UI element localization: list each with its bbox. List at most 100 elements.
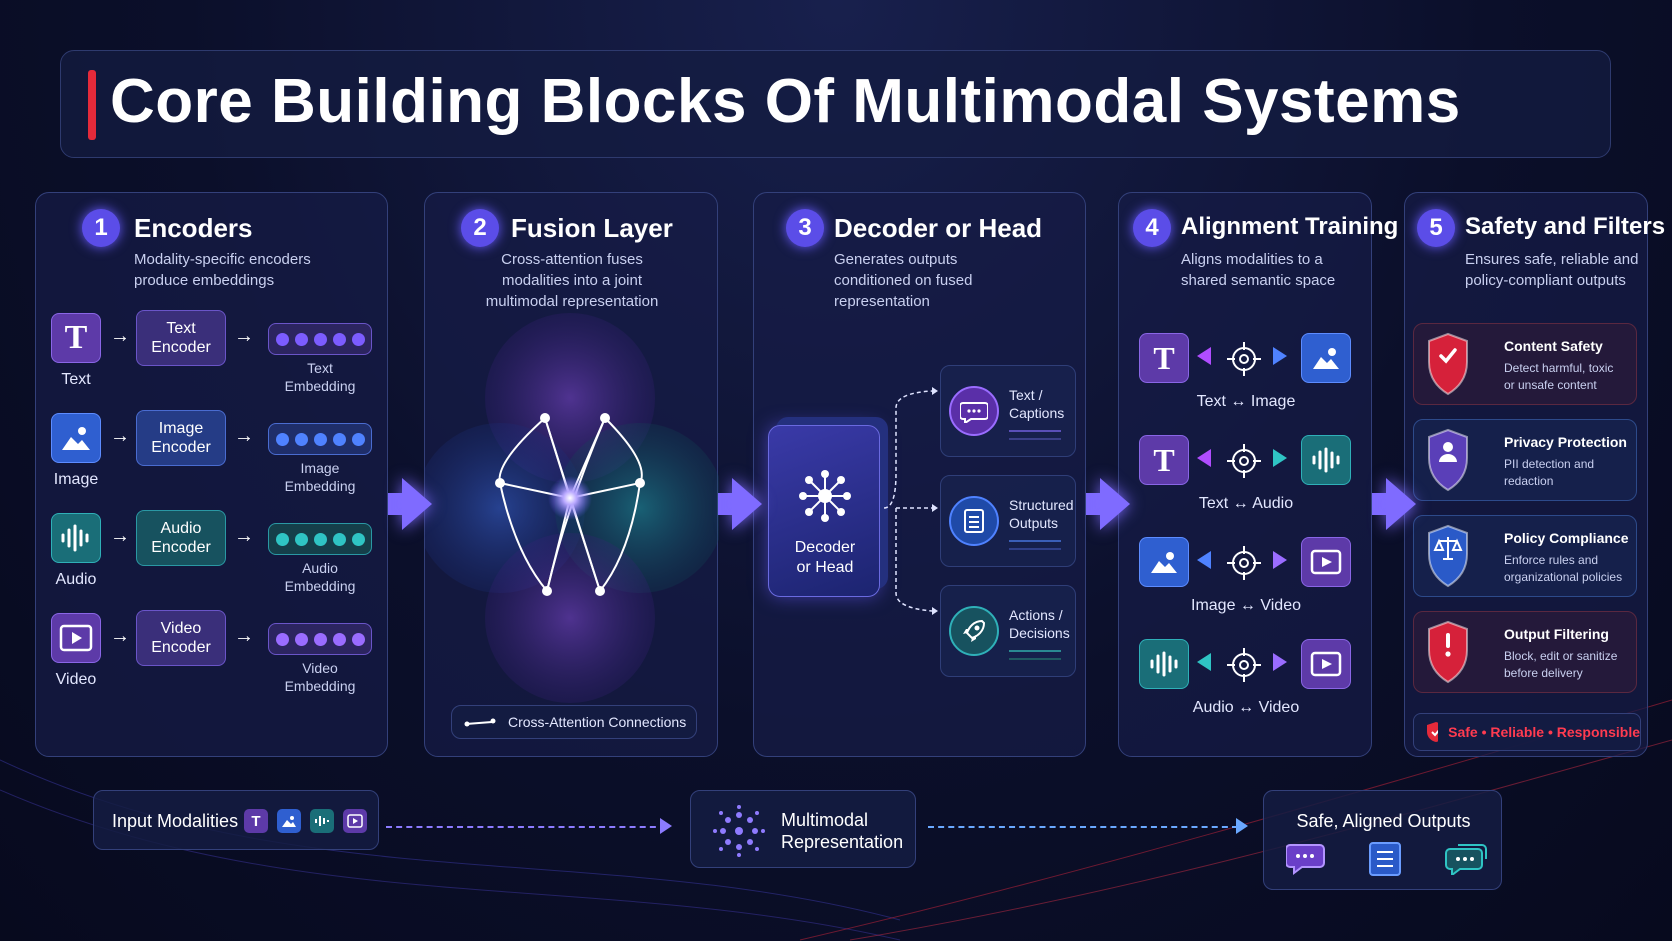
alignment-row: Image ↔ Video	[1119, 537, 1373, 637]
safety-card-title: Policy Compliance	[1504, 530, 1629, 546]
representation-box: Multimodal Representation	[690, 790, 916, 868]
arrow-icon: →	[110, 625, 130, 647]
panel-encoders: 1 Encoders Modality-specific encoders pr…	[35, 192, 388, 757]
alignment-label: Text ↔ Image	[1196, 393, 1296, 410]
safety-card: Output Filtering Block, edit or sanitize…	[1413, 611, 1637, 693]
title-accent-bar	[88, 70, 96, 140]
safety-banner-text: Safe • Reliable • Responsible	[1448, 724, 1640, 740]
output-icons	[1286, 841, 1488, 877]
flow-arrowhead	[1236, 818, 1248, 834]
alignment-label: Image ↔ Video	[1191, 597, 1301, 614]
modality-icons: T	[244, 809, 367, 833]
text-icon: T	[51, 313, 101, 363]
panel-fusion: 2 Fusion Layer Cross-attention fuses mod…	[424, 192, 719, 757]
alignment-label: Text ↔ Audio	[1198, 495, 1294, 512]
encoder-row: Audio → Audio Encoder → Audio Embedding	[36, 510, 389, 613]
flow-arrowhead	[660, 818, 672, 834]
encoder-block: Audio Encoder	[136, 510, 226, 566]
video-icon	[1301, 537, 1351, 587]
safety-card: Policy Compliance Enforce rules and orga…	[1413, 515, 1637, 597]
decoder-block: Decoder or Head	[768, 425, 880, 597]
alignment-label: Audio ↔ Video	[1192, 699, 1300, 716]
document-icon	[949, 496, 999, 546]
flow-arrow-icon	[718, 478, 762, 530]
fusion-legend: Cross-Attention Connections	[451, 705, 697, 739]
embedding-label: Text Embedding	[284, 360, 356, 394]
image-icon	[277, 809, 301, 833]
arrow-left-icon	[1197, 449, 1211, 467]
video-icon	[1301, 639, 1351, 689]
alignment-row: T Text ↔ Image	[1119, 333, 1373, 433]
dashed-flow-line	[928, 826, 1238, 828]
text-icon: T	[1139, 435, 1189, 485]
encoder-block: Video Encoder	[136, 610, 226, 666]
input-label: Image	[53, 471, 99, 488]
panel-decoder: 3 Decoder or Head Generates outputs cond…	[753, 192, 1086, 757]
alignment-row: T Text ↔ Audio	[1119, 435, 1373, 535]
encoder-block: Text Encoder	[136, 310, 226, 366]
panel-alignment: 4 Alignment Training Aligns modalities t…	[1118, 192, 1398, 757]
panel-title: Alignment Training	[1181, 213, 1399, 240]
input-label: Text	[61, 371, 91, 388]
output-label: Structured Outputs	[1009, 497, 1074, 531]
safety-card-description: Detect harmful, toxic or unsafe content	[1504, 361, 1614, 392]
audio-waveform-icon	[310, 809, 334, 833]
shield-user-icon	[1428, 428, 1468, 492]
arrow-left-icon	[1197, 551, 1211, 569]
safety-card-description: PII detection and redaction	[1504, 457, 1595, 488]
crosshair-icon	[1227, 342, 1261, 376]
output-label: Actions / Decisions	[1009, 607, 1070, 641]
embedding-vector	[268, 423, 372, 455]
encoder-row: Image → Image Encoder → Image Embedding	[36, 410, 389, 513]
arrow-icon: →	[234, 425, 254, 447]
panel-description: Generates outputs conditioned on fused r…	[834, 251, 973, 310]
safety-card-title: Output Filtering	[1504, 626, 1609, 642]
embedding-vector	[268, 523, 372, 555]
safety-card: Content Safety Detect harmful, toxic or …	[1413, 323, 1637, 405]
particle-cluster-icon	[713, 805, 765, 857]
arrow-icon: →	[234, 325, 254, 347]
step-number: 4	[1133, 209, 1171, 247]
output-label: Text / Captions	[1009, 387, 1065, 421]
safety-card-description: Block, edit or sanitize before delivery	[1504, 649, 1618, 680]
panel-title: Encoders	[134, 213, 253, 243]
crosshair-icon	[1227, 648, 1261, 682]
decoder-label: Decoder or Head	[794, 539, 856, 576]
encoder-row: T Text → Text Encoder → Text Embedding	[36, 310, 389, 413]
input-label: Audio	[55, 571, 97, 588]
decoder-dashed-connectors	[883, 387, 938, 615]
panel-description: Cross-attention fuses modalities into a …	[485, 251, 659, 310]
text-icon: T	[244, 809, 268, 833]
audio-waveform-icon	[1301, 435, 1351, 485]
embedding-vector	[268, 623, 372, 655]
page-title: Core Building Blocks Of Multimodal Syste…	[110, 67, 1461, 136]
outputs-label: Safe, Aligned Outputs	[1296, 811, 1471, 831]
image-icon	[1139, 537, 1189, 587]
network-node-icon	[799, 470, 851, 522]
image-icon	[1301, 333, 1351, 383]
arrow-icon: →	[110, 425, 130, 447]
crosshair-icon	[1227, 546, 1261, 580]
panel-description: Ensures safe, reliable and policy-compli…	[1465, 251, 1639, 289]
rocket-icon	[949, 606, 999, 656]
arrow-left-icon	[1197, 347, 1211, 365]
output-card: Structured Outputs	[940, 475, 1076, 567]
image-icon	[51, 413, 101, 463]
embedding-label: Image Embedding	[284, 460, 356, 494]
panel-title: Decoder or Head	[834, 213, 1043, 243]
outputs-box: Safe, Aligned Outputs	[1263, 790, 1502, 890]
messages-icon	[1445, 844, 1487, 875]
shield-check-icon	[1427, 722, 1439, 742]
safety-banner: Safe • Reliable • Responsible	[1413, 713, 1641, 751]
panel-title: Fusion Layer	[511, 213, 673, 243]
arrow-right-icon	[1273, 347, 1287, 365]
document-icon	[1369, 842, 1401, 876]
safety-card: Privacy Protection PII detection and red…	[1413, 419, 1637, 501]
chat-bubble-icon	[1286, 844, 1325, 875]
safety-card-title: Privacy Protection	[1504, 434, 1627, 450]
crosshair-icon	[1227, 444, 1261, 478]
alignment-row: Audio ↔ Video	[1119, 639, 1373, 739]
encoder-row: Video → Video Encoder → Video Embedding	[36, 610, 389, 713]
arrow-icon: →	[110, 325, 130, 347]
flow-arrow-icon	[1372, 478, 1416, 530]
